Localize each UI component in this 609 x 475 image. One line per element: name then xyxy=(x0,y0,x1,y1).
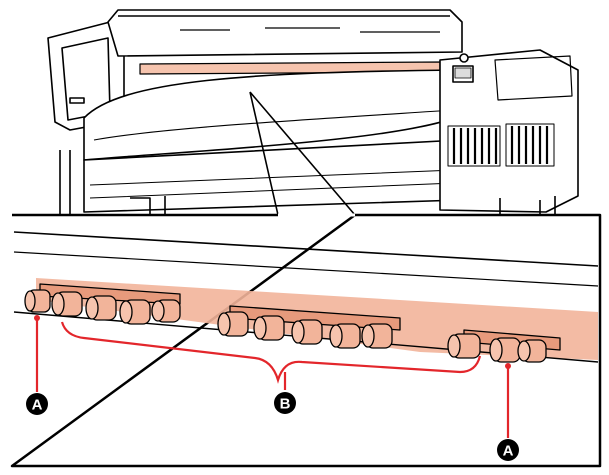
pressure-roller xyxy=(151,299,181,323)
pressure-roller xyxy=(361,323,393,349)
pressure-roller xyxy=(217,311,249,337)
printer-top-slots xyxy=(180,27,440,33)
pressure-roller xyxy=(85,295,117,321)
callout-a-right-label: A xyxy=(503,443,514,460)
callout-a-left-label: A xyxy=(32,397,43,414)
pressure-roller xyxy=(291,319,323,345)
rail-edge xyxy=(13,251,599,287)
printer-top-cover xyxy=(107,9,463,57)
carriage-rail xyxy=(13,231,599,267)
pressure-roller xyxy=(329,323,361,349)
leader-lines xyxy=(34,315,511,438)
callout-b-label: B xyxy=(280,396,291,413)
pressure-roller xyxy=(51,291,83,317)
control-panel-screen xyxy=(454,67,472,79)
zoom-panel: A B A xyxy=(10,213,602,468)
pressure-roller xyxy=(119,299,151,325)
pressure-roller xyxy=(24,289,51,313)
ink-cartridge-bays xyxy=(447,123,555,167)
pressure-roller xyxy=(489,337,521,363)
callout-a-right: A xyxy=(497,439,519,461)
roller-group-right xyxy=(447,329,561,363)
printer-left-slot xyxy=(69,97,85,104)
roller-group-middle xyxy=(217,305,401,349)
pressure-roller xyxy=(517,339,547,363)
printer-stand-right xyxy=(499,196,556,215)
pressure-roller xyxy=(253,315,285,341)
pressure-roller xyxy=(447,333,481,359)
printer-illustration xyxy=(47,9,579,216)
roller-group-left xyxy=(24,283,181,325)
control-knob-icon xyxy=(459,53,469,63)
right-unit-top-panel xyxy=(494,55,573,101)
magnifier-wedge xyxy=(249,91,356,216)
callout-a-left: A xyxy=(26,393,48,415)
callout-b: B xyxy=(274,392,296,414)
printer-stand-left xyxy=(59,150,166,215)
leader-bracket-b xyxy=(60,321,482,384)
